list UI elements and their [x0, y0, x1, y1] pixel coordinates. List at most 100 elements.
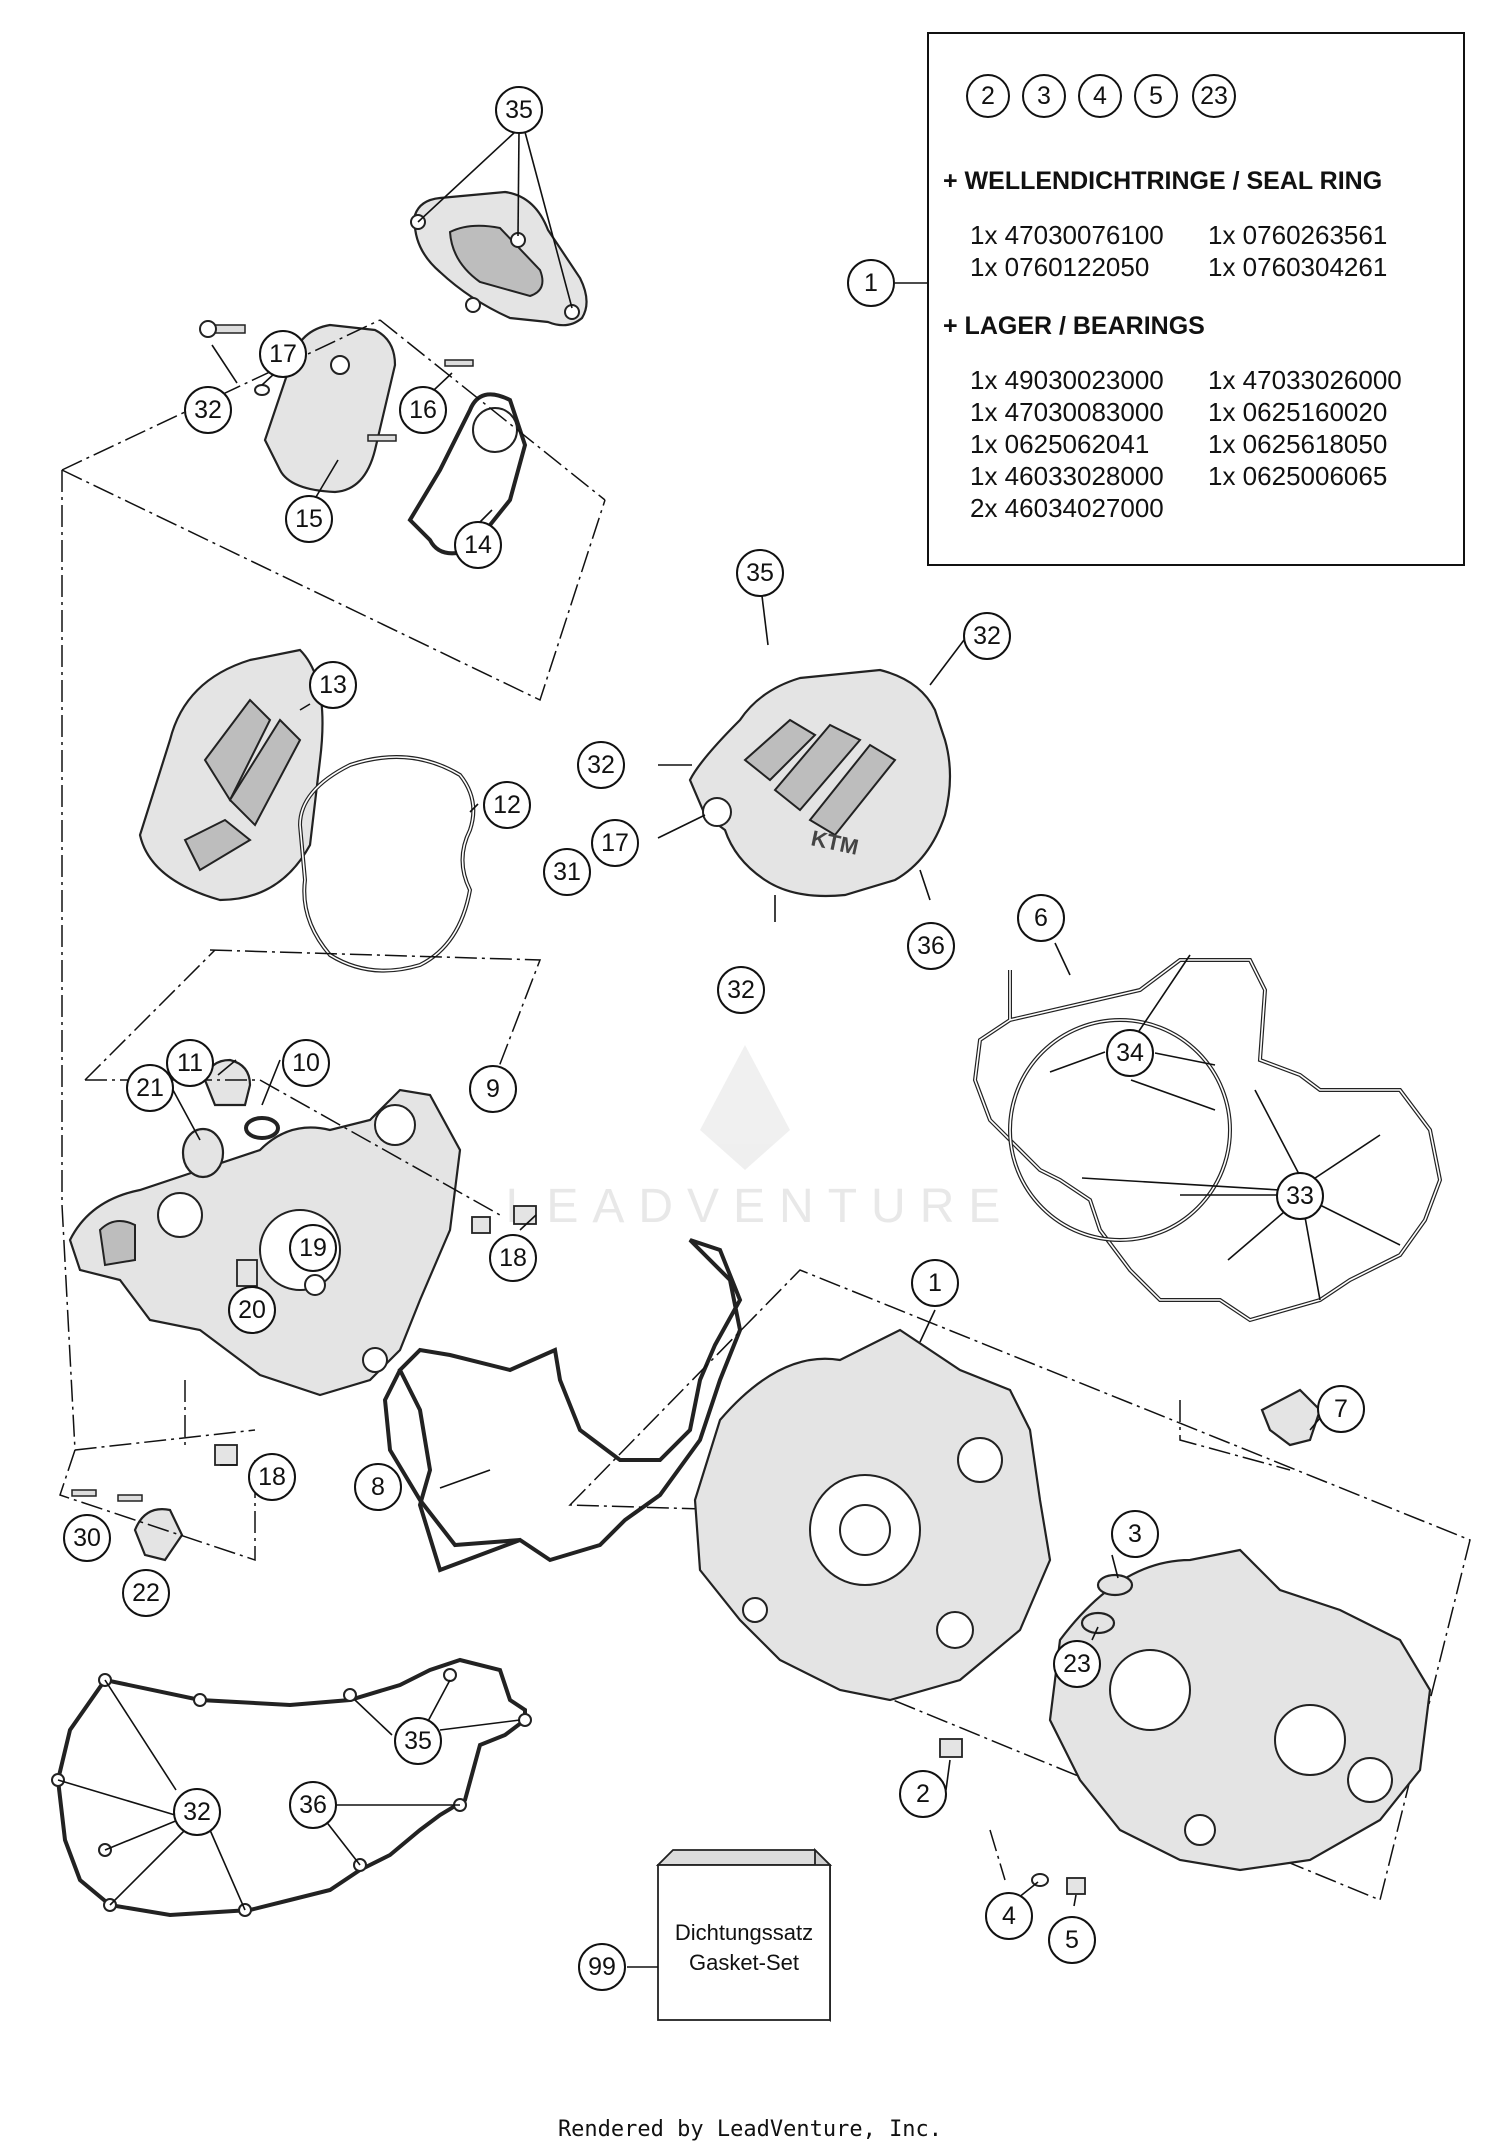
callout-33[interactable]: 33	[1276, 1172, 1324, 1220]
bearing-row-1-b: 1x 47033026000	[1208, 365, 1402, 395]
callout-32-right-label: 32	[973, 622, 1001, 650]
callout-20-label: 20	[238, 1296, 266, 1324]
callout-35-low[interactable]: 35	[394, 1717, 442, 1765]
callout-1-info[interactable]: 1	[847, 259, 895, 307]
callout-13-label: 13	[319, 671, 347, 699]
callout-19[interactable]: 19	[289, 1224, 337, 1272]
callout-36-mid[interactable]: 36	[907, 922, 955, 970]
callout-36-mid-label: 36	[917, 932, 945, 960]
callout-99-label: 99	[588, 1953, 616, 1981]
callout-16-label: 16	[409, 396, 437, 424]
callout-12[interactable]: 12	[483, 781, 531, 829]
callout-19-label: 19	[299, 1234, 327, 1262]
callout-3-label: 3	[1128, 1520, 1142, 1548]
callout-31-label: 31	[553, 858, 581, 886]
callout-30-label: 30	[73, 1524, 101, 1552]
callout-18-a[interactable]: 18	[489, 1234, 537, 1282]
callout-15-label: 15	[295, 505, 323, 533]
callout-16[interactable]: 16	[399, 386, 447, 434]
callout-35-low-label: 35	[404, 1727, 432, 1755]
callout-11-label: 11	[177, 1049, 203, 1077]
callout-35-top[interactable]: 35	[495, 86, 543, 134]
badge-23-label: 23	[1200, 82, 1228, 110]
callout-17-mid[interactable]: 17	[591, 819, 639, 867]
ignition-cover-part: KTM	[688, 668, 952, 898]
bearing-heading: + LAGER / BEARINGS	[943, 312, 1205, 340]
callout-8[interactable]: 8	[354, 1463, 402, 1511]
callout-21-label: 21	[136, 1074, 164, 1102]
water-pump-cover-part	[410, 190, 588, 327]
callout-22[interactable]: 22	[122, 1569, 170, 1617]
callout-2-label: 2	[916, 1780, 930, 1808]
callout-6-label: 6	[1034, 904, 1048, 932]
callout-35-mid-label: 35	[746, 559, 774, 587]
callout-31[interactable]: 31	[543, 848, 591, 896]
callout-32-low[interactable]: 32	[173, 1788, 221, 1836]
callout-32-left-label: 32	[587, 751, 615, 779]
callout-7[interactable]: 7	[1317, 1385, 1365, 1433]
callout-4[interactable]: 4	[985, 1892, 1033, 1940]
badge-5	[1134, 74, 1178, 118]
callout-23[interactable]: 23	[1053, 1640, 1101, 1688]
callout-9-label: 9	[486, 1075, 500, 1103]
bearing-row-1-a: 1x 49030023000	[970, 365, 1164, 395]
bearing-row-2-a: 1x 47030083000	[970, 397, 1164, 427]
callout-10[interactable]: 10	[282, 1039, 330, 1087]
badge-5-label: 5	[1149, 82, 1163, 110]
callout-32-top-label: 32	[194, 396, 222, 424]
callout-32-top[interactable]: 32	[184, 386, 232, 434]
seal-row-1-a: 1x 47030076100	[970, 220, 1164, 250]
callout-3[interactable]: 3	[1111, 1510, 1159, 1558]
callout-2[interactable]: 2	[899, 1770, 947, 1818]
watermark-text: LEADVENTURE	[506, 1180, 1015, 1233]
callout-18-b-label: 18	[258, 1463, 286, 1491]
callout-9[interactable]: 9	[469, 1065, 517, 1113]
seal-row-1-b: 1x 0760263561	[1208, 220, 1387, 250]
callout-5[interactable]: 5	[1048, 1916, 1096, 1964]
callout-30[interactable]: 30	[63, 1514, 111, 1562]
seal-row-2-a: 1x 0760122050	[970, 252, 1149, 282]
callout-13[interactable]: 13	[309, 661, 357, 709]
callout-6[interactable]: 6	[1017, 894, 1065, 942]
callout-32-bottom[interactable]: 32	[717, 966, 765, 1014]
badge-3	[1022, 74, 1066, 118]
crankcase-right-half-part	[1048, 1548, 1432, 1872]
badge-4	[1078, 74, 1122, 118]
callout-18-b[interactable]: 18	[248, 1453, 296, 1501]
badge-4-label: 4	[1093, 82, 1107, 110]
seal-heading: + WELLENDICHTRINGE / SEAL RING	[943, 167, 1382, 195]
leadventure-watermark: LEADVENTURE	[506, 1045, 1015, 1233]
callout-99[interactable]: 99	[578, 1943, 626, 1991]
callout-32-right[interactable]: 32	[963, 612, 1011, 660]
cylinder-base-gasket-part	[972, 958, 1443, 1323]
callout-17-top[interactable]: 17	[259, 330, 307, 378]
callout-35-mid[interactable]: 35	[736, 549, 784, 597]
callout-20[interactable]: 20	[228, 1286, 276, 1334]
callout-35-top-label: 35	[505, 96, 533, 124]
callout-14-label: 14	[464, 531, 492, 559]
callout-32-left[interactable]: 32	[577, 741, 625, 789]
callout-1-crankcase[interactable]: 1	[911, 1259, 959, 1307]
callout-33-label: 33	[1286, 1182, 1314, 1210]
small-parts-top	[199, 320, 474, 442]
gasket-set-line1: Dichtungssatz	[675, 1920, 813, 1945]
clutch-cover-gasket-part	[297, 755, 476, 973]
callout-21[interactable]: 21	[126, 1064, 174, 1112]
callout-15[interactable]: 15	[285, 495, 333, 543]
info-box: 2 3 4 5 23 + WELLENDICHTRINGE / SEAL RIN…	[847, 32, 1465, 566]
callout-22-label: 22	[132, 1579, 160, 1607]
callout-11[interactable]: 11	[166, 1039, 214, 1087]
clutch-housing-part	[68, 1088, 462, 1397]
badge-3-label: 3	[1037, 82, 1051, 110]
callout-10-label: 10	[292, 1049, 320, 1077]
callout-5-label: 5	[1065, 1926, 1079, 1954]
bearing-row-5-a: 2x 46034027000	[970, 493, 1164, 523]
callout-34[interactable]: 34	[1106, 1029, 1154, 1077]
ignition-inner-gasket-part	[51, 1657, 532, 1918]
badge-2	[966, 74, 1010, 118]
callout-36-low[interactable]: 36	[289, 1781, 337, 1829]
bearing-row-2-b: 1x 0625160020	[1208, 397, 1387, 427]
callout-14[interactable]: 14	[454, 521, 502, 569]
callouts: 35 17 32 16 15 14 13 12 11 10 21 9 19 20…	[63, 86, 1365, 1991]
